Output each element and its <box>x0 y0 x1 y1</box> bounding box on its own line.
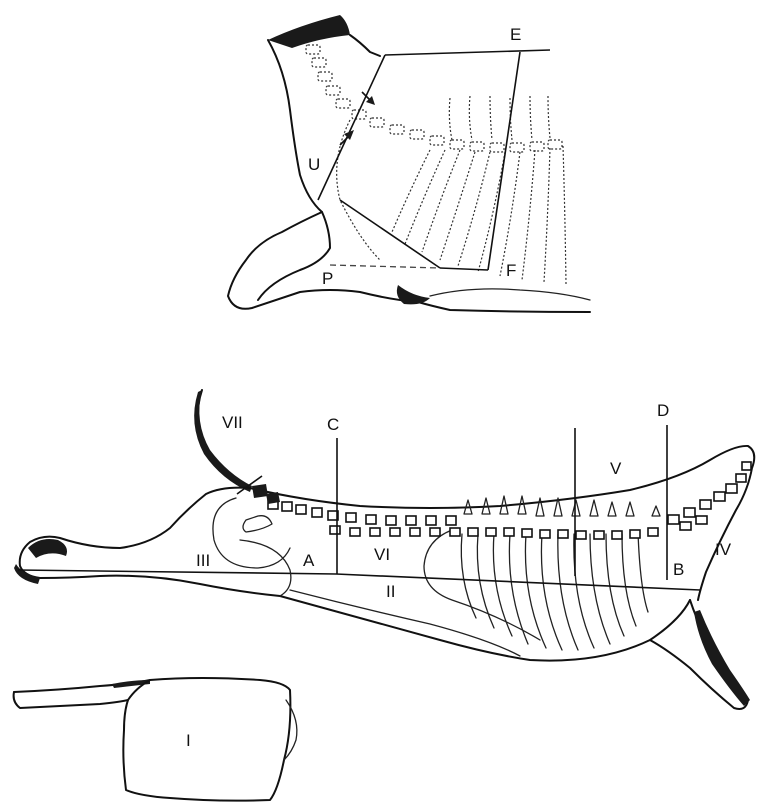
label-D: D <box>657 401 669 420</box>
shoulder-figure: E U P F <box>228 15 590 312</box>
hock-dark <box>14 564 40 584</box>
belly-edge <box>430 289 590 300</box>
shoulder-outline <box>228 35 590 312</box>
sacrum-dark <box>252 484 280 504</box>
hoof <box>28 539 67 558</box>
cut-line-U <box>318 55 385 200</box>
cut-I-body <box>123 678 290 801</box>
foreshank-dark <box>694 610 750 706</box>
side-figure: VII C D V III A VI II B IV <box>14 390 754 709</box>
label-III: III <box>196 551 210 570</box>
cut-figure: I <box>14 678 297 801</box>
aitch-bone <box>243 516 272 532</box>
spine-vertebrae <box>268 462 751 539</box>
flank-line <box>290 590 520 656</box>
label-P: P <box>322 269 333 288</box>
label-IV: IV <box>715 540 732 559</box>
label-I: I <box>186 731 191 750</box>
cut-line-diagonal <box>340 200 440 268</box>
label-VI: VI <box>374 545 390 564</box>
neck-vertebrae <box>306 45 562 152</box>
tail-dark <box>194 390 252 492</box>
label-II: II <box>386 582 395 601</box>
label-V: V <box>610 459 622 478</box>
label-VII: VII <box>222 413 243 432</box>
dashed-line-P <box>330 265 440 268</box>
label-U: U <box>308 155 320 174</box>
rib-cage <box>424 530 540 640</box>
label-E: E <box>510 25 521 44</box>
brisket-crease <box>397 285 430 304</box>
cut-line-top <box>385 50 550 55</box>
shoulder-ribs <box>392 96 566 284</box>
label-F: F <box>506 261 516 280</box>
cut-line-E <box>488 52 520 270</box>
label-C: C <box>327 415 339 434</box>
side-ribs <box>461 532 648 650</box>
arrow-icon <box>362 92 375 105</box>
cut-I-shank <box>14 692 128 708</box>
label-B: B <box>673 560 684 579</box>
arrow-icon <box>340 130 354 145</box>
neck-edge <box>268 15 350 48</box>
cut-line-E-base <box>440 268 488 270</box>
horizontal-cut-line <box>18 570 336 574</box>
label-A: A <box>303 551 315 570</box>
